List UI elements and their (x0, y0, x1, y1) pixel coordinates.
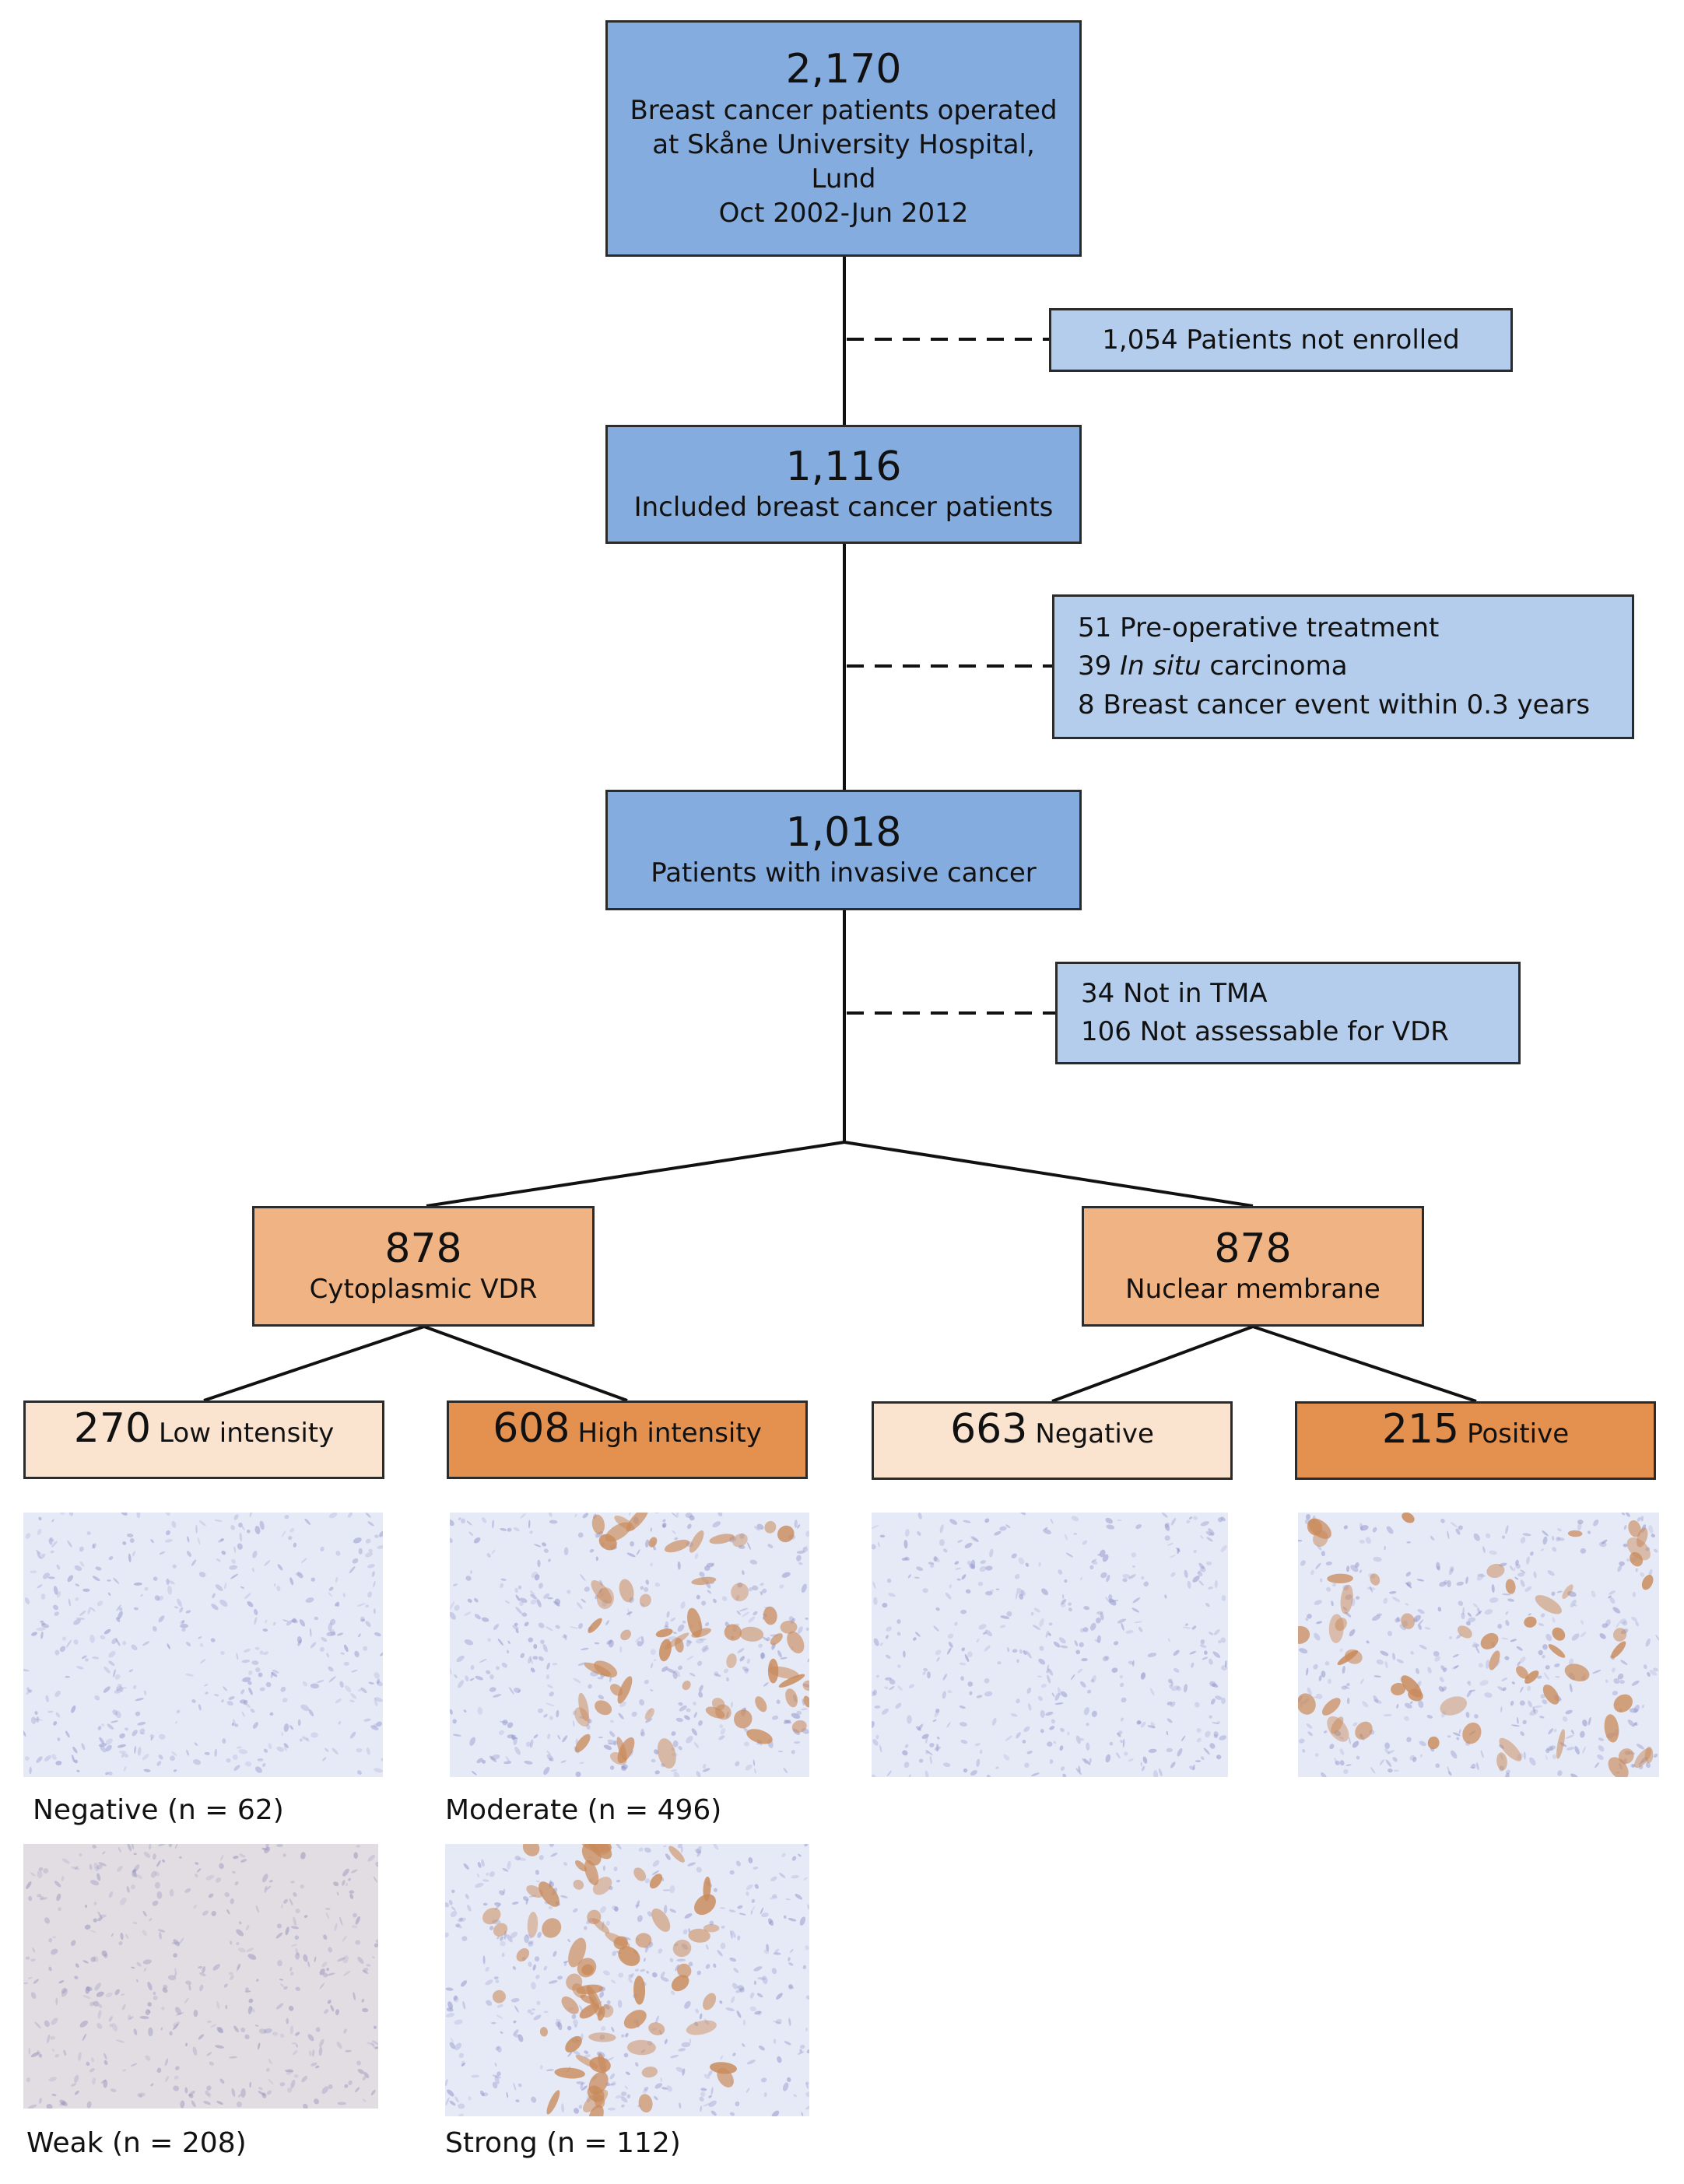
cyto-to-high-line (423, 1325, 628, 1402)
low-intensity-label: Low intensity (159, 1418, 335, 1449)
exclusions-box: 51 Pre-operative treatment 39 In situ ca… (1052, 594, 1634, 739)
histology-image-moderate (450, 1513, 809, 1777)
exclusion-event: 8 Breast cancer event within 0.3 years (1078, 689, 1591, 720)
included-patients-box: 1,116 Included breast cancer patients (605, 425, 1082, 544)
in-situ-rest: carcinoma (1209, 650, 1348, 682)
total-desc-line-3: Lund (811, 163, 876, 195)
not-enrolled-text: 1,054 Patients not enrolled (1102, 324, 1460, 356)
high-intensity-label: High intensity (577, 1418, 762, 1449)
caption-strong: Strong (n = 112) (445, 2127, 681, 2159)
total-patients-box: 2,170 Breast cancer patients operated at… (605, 20, 1082, 257)
exclusion-not-in-tma: 34 Not in TMA (1081, 977, 1268, 1009)
nuc-to-pos-line (1252, 1325, 1477, 1403)
nuclear-positive-count: 215 (1381, 1406, 1460, 1453)
nuclear-count: 878 (1214, 1225, 1292, 1272)
micrograph-texture (23, 1844, 378, 2109)
micrograph-texture (23, 1513, 383, 1777)
nuc-to-neg-line (1051, 1325, 1254, 1403)
invasive-count: 1,018 (785, 808, 902, 856)
nuclear-negative-count: 663 (950, 1406, 1028, 1453)
caption-weak: Weak (n = 208) (26, 2127, 247, 2159)
exclusion-preop: 51 Pre-operative treatment (1078, 612, 1440, 644)
nuclear-membrane-box: 878 Nuclear membrane (1082, 1206, 1424, 1327)
included-label: Included breast cancer patients (633, 492, 1054, 524)
in-situ-count: 39 (1078, 650, 1112, 682)
exclusion-not-assessable: 106 Not assessable for VDR (1081, 1016, 1449, 1047)
caption-negative: Negative (n = 62) (33, 1794, 284, 1826)
cytoplasmic-count: 878 (384, 1225, 462, 1272)
total-desc-line-4: Oct 2002-Jun 2012 (718, 198, 969, 230)
cytoplasmic-vdr-box: 878 Cytoplasmic VDR (252, 1206, 595, 1327)
exclusion-in-situ: 39 In situ carcinoma (1078, 647, 1348, 685)
low-intensity-count: 270 (73, 1405, 152, 1452)
total-desc-line-2: at Skåne University Hospital, (652, 128, 1035, 160)
micrograph-texture (445, 1844, 809, 2116)
tma-exclusions-box: 34 Not in TMA 106 Not assessable for VDR (1055, 962, 1521, 1064)
histology-image-strong (445, 1844, 809, 2116)
in-situ-italic: In situ (1120, 650, 1202, 682)
nuclear-label: Nuclear membrane (1125, 1274, 1381, 1306)
histology-image-weak (23, 1844, 378, 2109)
split-line-right (844, 1141, 1254, 1208)
nuclear-positive-label: Positive (1467, 1418, 1570, 1450)
nuclear-negative-label: Negative (1035, 1418, 1154, 1450)
total-desc-line-1: Breast cancer patients operated (630, 94, 1058, 126)
micrograph-texture (872, 1513, 1228, 1777)
nuclear-positive-box: 215 Positive (1295, 1401, 1656, 1480)
high-intensity-box: 608 High intensity (447, 1400, 808, 1479)
histology-image-nuclear-negative (872, 1513, 1228, 1777)
cyto-to-low-line (203, 1325, 425, 1402)
not-enrolled-box: 1,054 Patients not enrolled (1049, 308, 1513, 372)
histology-image-nuclear-positive (1298, 1513, 1659, 1777)
split-line-left (426, 1141, 845, 1208)
nuclear-negative-box: 663 Negative (872, 1401, 1233, 1480)
high-intensity-count: 608 (493, 1405, 570, 1452)
micrograph-texture (1298, 1513, 1659, 1777)
caption-moderate: Moderate (n = 496) (445, 1794, 722, 1826)
cytoplasmic-label: Cytoplasmic VDR (309, 1274, 538, 1306)
invasive-label: Patients with invasive cancer (651, 857, 1037, 889)
included-count: 1,116 (785, 443, 902, 490)
total-count: 2,170 (785, 45, 902, 93)
histology-image-negative (23, 1513, 383, 1777)
invasive-patients-box: 1,018 Patients with invasive cancer (605, 790, 1082, 910)
micrograph-texture (450, 1513, 809, 1777)
low-intensity-box: 270 Low intensity (23, 1400, 384, 1479)
